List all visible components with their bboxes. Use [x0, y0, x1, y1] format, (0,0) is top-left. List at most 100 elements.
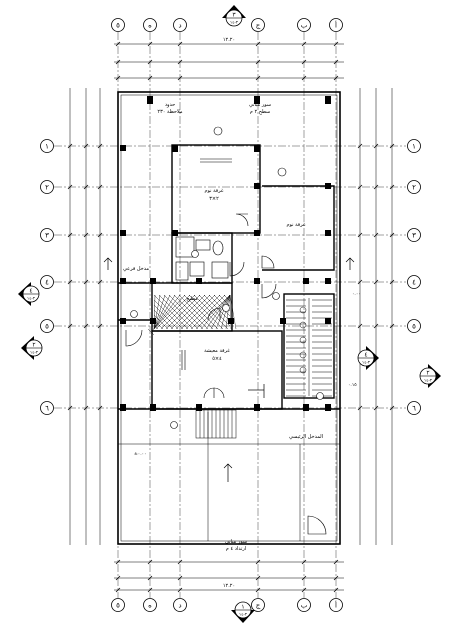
- grid-bubble-bottom-0: ٥: [111, 598, 125, 612]
- svg-text:٢: ٢: [32, 342, 35, 349]
- lightwell-name: حدود: [165, 102, 175, 108]
- svg-text:٣-١٤: ٣-١٤: [27, 296, 36, 301]
- lower-setback-name: سور مباني: [225, 539, 247, 545]
- grid-bubble-right-3: ٤: [407, 275, 421, 289]
- side-entry-name: مدخل فرعي: [123, 266, 149, 272]
- svg-text:٥: ٥: [116, 602, 120, 610]
- building-walls: [118, 144, 340, 410]
- room-labels: سور مباني سطح ٢ م حدود ملاحظة ٢٣٠ غرفة ن…: [123, 102, 323, 552]
- svg-text:١: ١: [412, 143, 416, 151]
- svg-text:٢: ٢: [426, 370, 429, 377]
- grid-bubble-right-4: ٥: [407, 319, 421, 333]
- lower-setback-sub: ارتداد ٤ م: [226, 546, 246, 552]
- grid-bubble-right-1: ٢: [407, 180, 421, 194]
- column-bubbles-top: ٥ ه د ج ب أ: [111, 18, 343, 32]
- level-tag-3: ±٠.٠٠: [134, 451, 146, 457]
- entrance-steps: [195, 409, 237, 439]
- kitchen-name: مطبخ: [186, 296, 198, 302]
- level-tag-2: ٠.١٥: [348, 383, 357, 388]
- section-mark-right-middle: ٤٣-١٤: [357, 346, 379, 370]
- grid-bubble-top-0: ٥: [111, 18, 125, 32]
- svg-text:١: ١: [241, 604, 244, 611]
- svg-text:ه: ه: [148, 22, 152, 30]
- svg-text:٤: ٤: [364, 352, 367, 359]
- upper-setback-sub: سطح ٢ م: [250, 109, 270, 115]
- entrance-name: المدخل الرئيسي: [289, 434, 323, 440]
- svg-text:٤: ٤: [412, 279, 416, 287]
- grid-bubble-left-3: ٤: [40, 275, 54, 289]
- svg-text:ب: ب: [301, 602, 308, 610]
- svg-text:١: ١: [45, 143, 49, 151]
- svg-text:د: د: [178, 22, 181, 30]
- grid-bubble-top-1: ه: [143, 18, 157, 32]
- section-mark-top: ٣٣-١٤: [222, 5, 246, 27]
- section-mark-right-lower: ٢٣-١٤: [419, 364, 441, 388]
- svg-text:٤: ٤: [45, 279, 49, 287]
- grid-lines: [54, 32, 406, 598]
- column-bubbles-bottom: ٥ ه د ج ب أ: [111, 598, 343, 612]
- svg-text:٣-١٤: ٣-١٤: [30, 350, 39, 355]
- svg-text:٢: ٢: [45, 184, 49, 192]
- grid-bubble-left-0: ١: [40, 139, 54, 153]
- svg-text:٢: ٢: [412, 184, 416, 192]
- kitchen-tile-hatch: [147, 294, 237, 336]
- row-bubbles-right: ١ ٢ ٣ ٤ ٥ ٦: [407, 139, 421, 415]
- grid-bubble-top-3: ج: [251, 18, 265, 32]
- dimension-ticks: [67, 41, 395, 593]
- row-bubbles-left: ١ ٢ ٣ ٤ ٥ ٦: [40, 139, 54, 415]
- bathroom-fixtures: [175, 236, 229, 281]
- level-tags: ٠.٠٠ ٠.١٥ ±٠.٠٠: [134, 292, 361, 457]
- grid-bubble-bottom-1: ه: [143, 598, 157, 612]
- svg-text:٣: ٣: [412, 232, 416, 240]
- windows: [181, 158, 232, 370]
- grid-bubble-top-2: د: [173, 18, 187, 32]
- section-mark-left-lower: ٢٣-١٤: [21, 336, 43, 360]
- upper-setback-name: سور مباني: [249, 102, 271, 108]
- grid-bubble-left-4: ٥: [40, 319, 54, 333]
- grid-bubble-left-2: ٣: [40, 228, 54, 242]
- room-tag-circles: [130, 126, 324, 429]
- svg-text:٥: ٥: [45, 323, 49, 331]
- svg-text:ه: ه: [148, 602, 152, 610]
- grid-bubble-right-2: ٣: [407, 228, 421, 242]
- overall-dim-bottom: ١٢.٢٠: [223, 583, 235, 589]
- svg-text:٥: ٥: [116, 22, 120, 30]
- bedroom-1-name: غرفة نوم: [204, 188, 223, 194]
- svg-text:٣-١٤: ٣-١٤: [239, 612, 248, 617]
- svg-text:ج: ج: [256, 22, 261, 30]
- section-mark-bottom: ١٣-١٤: [231, 601, 255, 623]
- svg-text:٣: ٣: [45, 232, 49, 240]
- svg-text:ب: ب: [301, 22, 308, 30]
- structural-columns: [120, 96, 331, 411]
- level-tag-1: ٠.٠٠: [352, 292, 361, 297]
- svg-text:٦: ٦: [412, 405, 416, 413]
- grid-bubble-bottom-4: ب: [297, 598, 311, 612]
- level-arrows: [103, 257, 355, 482]
- svg-text:أ: أ: [335, 601, 337, 610]
- grid-bubble-left-1: ٢: [40, 180, 54, 194]
- bedroom-2-name: غرفة نوم: [286, 222, 305, 228]
- grid-bubble-bottom-2: د: [173, 598, 187, 612]
- svg-text:أ: أ: [335, 21, 337, 30]
- svg-text:٦: ٦: [45, 405, 49, 413]
- staircase: [286, 298, 332, 397]
- grid-bubble-top-4: ب: [297, 18, 311, 32]
- grid-bubble-right-0: ١: [407, 139, 421, 153]
- grid-bubble-left-5: ٦: [40, 401, 54, 415]
- living-sub: ٤×٥: [212, 356, 222, 362]
- svg-text:٤: ٤: [29, 288, 32, 295]
- svg-text:ج: ج: [256, 602, 261, 610]
- grid-bubble-top-5: أ: [329, 18, 343, 32]
- door-swings: [125, 213, 327, 535]
- dimension-chains: [69, 43, 393, 591]
- svg-text:٥: ٥: [412, 323, 416, 331]
- lightwell-sub: ملاحظة ٢٣٠: [157, 109, 183, 115]
- svg-text:٣: ٣: [232, 12, 236, 19]
- overall-dim-top: ١٢.٢٠: [223, 37, 235, 43]
- section-mark-left-upper: ٤٣-١٤: [18, 282, 40, 306]
- svg-text:٣-١٤: ٣-١٤: [424, 378, 433, 383]
- grid-bubble-right-5: ٦: [407, 401, 421, 415]
- grid-bubble-bottom-5: أ: [329, 598, 343, 612]
